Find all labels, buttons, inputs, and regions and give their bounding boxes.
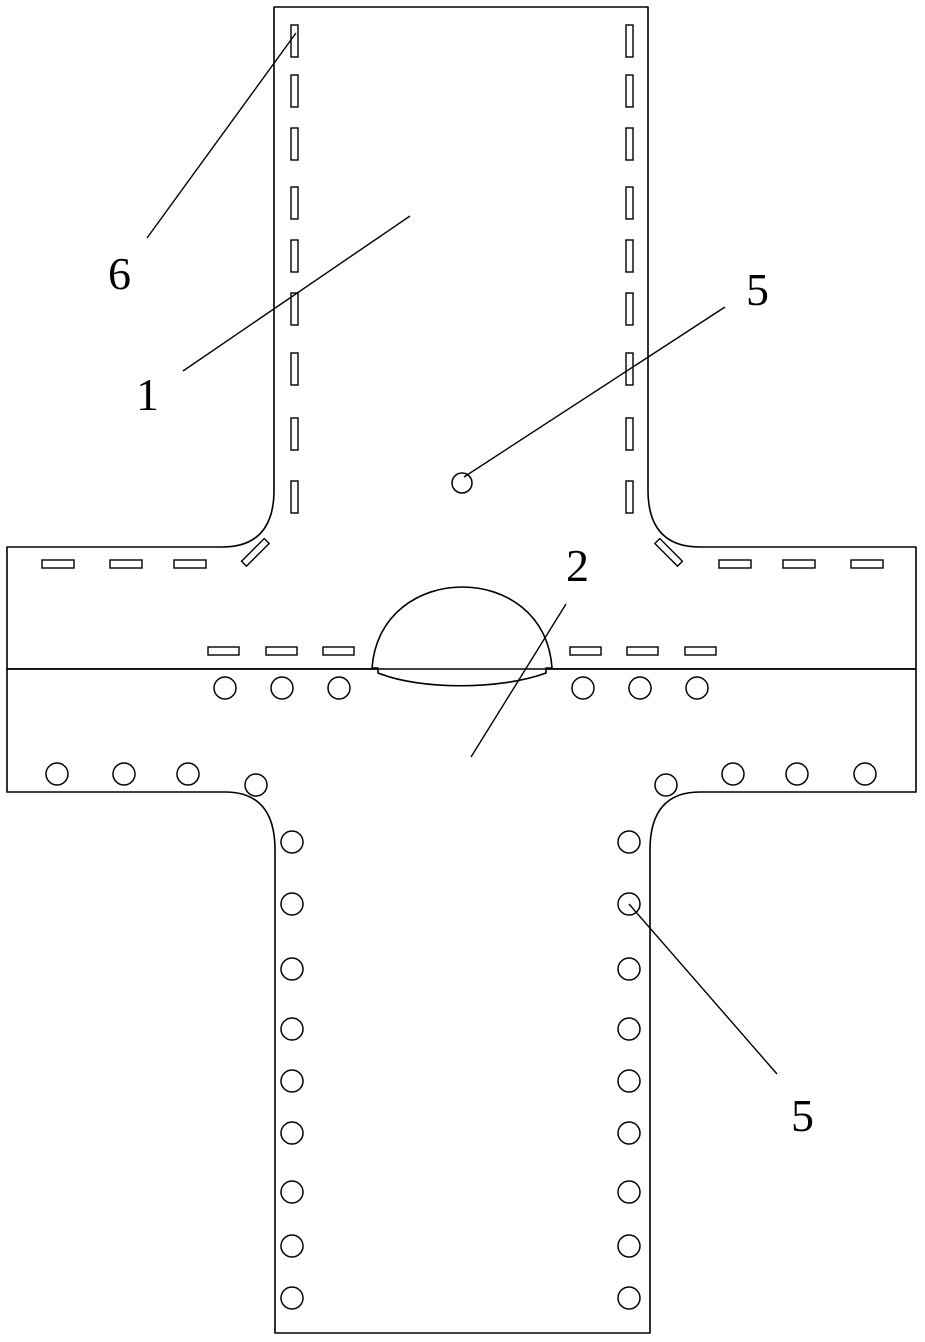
upper-panel xyxy=(6,6,917,670)
hole xyxy=(853,762,877,786)
leader-line-5-upper xyxy=(463,306,726,478)
hole xyxy=(617,1286,641,1310)
corner-slot-right xyxy=(653,537,684,568)
slot xyxy=(290,186,299,220)
hole xyxy=(685,676,709,700)
hole xyxy=(617,1121,641,1145)
slot xyxy=(290,292,299,326)
label-part-5-lower: 5 xyxy=(791,1090,814,1141)
slot xyxy=(718,559,752,569)
slot xyxy=(625,292,634,326)
left-slot-column xyxy=(290,24,299,514)
slot xyxy=(569,646,602,656)
hole xyxy=(571,676,595,700)
hole xyxy=(280,957,304,981)
leader-line-6 xyxy=(146,32,297,239)
slot xyxy=(290,480,299,514)
slot xyxy=(322,646,355,656)
upper-arm-slots xyxy=(41,559,884,569)
slot xyxy=(850,559,884,569)
hole xyxy=(176,762,200,786)
slot xyxy=(207,646,240,656)
seam-slots xyxy=(207,646,717,656)
label-part-6: 6 xyxy=(108,248,131,299)
slot xyxy=(290,417,299,451)
hole xyxy=(244,773,268,797)
hole xyxy=(280,1180,304,1204)
slot xyxy=(109,559,143,569)
slot xyxy=(290,74,299,108)
slot xyxy=(290,239,299,273)
leader-line-2 xyxy=(470,603,567,758)
leader-line-5-lower xyxy=(628,903,778,1075)
hole xyxy=(617,957,641,981)
hole xyxy=(327,676,351,700)
center-hole xyxy=(451,472,473,494)
lower-arm-hole-row xyxy=(45,762,877,797)
slot xyxy=(41,559,75,569)
hole xyxy=(617,1069,641,1093)
hole xyxy=(617,830,641,854)
hole xyxy=(213,676,237,700)
slot xyxy=(626,646,659,656)
label-part-1: 1 xyxy=(136,369,159,420)
hole xyxy=(270,676,294,700)
hole xyxy=(628,676,652,700)
slot xyxy=(625,417,634,451)
hole xyxy=(280,1017,304,1041)
slot xyxy=(625,186,634,220)
lower-left-hole-column xyxy=(280,830,304,1310)
hole xyxy=(617,1017,641,1041)
seam-hole-row xyxy=(213,676,709,700)
hole xyxy=(617,1234,641,1258)
lower-panel xyxy=(6,668,917,1334)
hole xyxy=(785,762,809,786)
right-slot-column xyxy=(625,24,634,514)
hole xyxy=(112,762,136,786)
label-part-5-upper: 5 xyxy=(746,264,769,315)
slot xyxy=(684,646,717,656)
slot xyxy=(290,352,299,386)
slot xyxy=(625,24,634,58)
hole xyxy=(654,773,678,797)
hole xyxy=(721,762,745,786)
hole xyxy=(617,1180,641,1204)
center-dome xyxy=(371,586,553,687)
slot xyxy=(290,127,299,161)
lower-right-hole-column xyxy=(617,830,641,1310)
slot xyxy=(625,480,634,514)
corner-slot-left xyxy=(240,537,271,568)
slot xyxy=(625,74,634,108)
hole xyxy=(280,1286,304,1310)
label-part-2: 2 xyxy=(566,540,589,591)
leader-line-1 xyxy=(182,215,411,372)
hole xyxy=(280,892,304,916)
slot xyxy=(265,646,298,656)
hole xyxy=(280,830,304,854)
slot xyxy=(625,239,634,273)
hole xyxy=(280,1121,304,1145)
slot xyxy=(782,559,816,569)
slot xyxy=(173,559,207,569)
slot xyxy=(290,24,299,58)
hole xyxy=(45,762,69,786)
slot xyxy=(625,127,634,161)
hole xyxy=(280,1069,304,1093)
hole xyxy=(280,1234,304,1258)
